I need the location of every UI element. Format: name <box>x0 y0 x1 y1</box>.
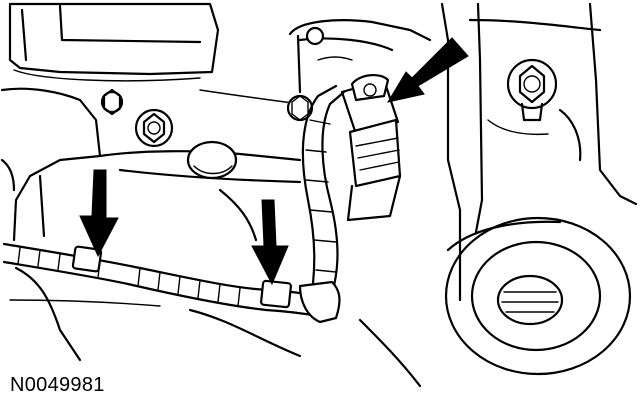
bolt-left <box>100 88 124 116</box>
plug-center <box>186 140 238 180</box>
bolt-right <box>506 58 558 122</box>
engine-cover-housing <box>8 2 220 82</box>
right-housing <box>440 2 638 302</box>
callout-arrow-clip-right <box>251 199 289 286</box>
wiring-harness <box>2 84 346 324</box>
figure-reference-code: N0049981 <box>10 374 105 396</box>
bolt-center-left <box>134 108 174 148</box>
sensor-connector <box>340 74 402 222</box>
callout-arrow-connector <box>386 37 469 103</box>
filter-housing <box>444 216 632 376</box>
callout-arrow-clip-left <box>79 169 119 258</box>
upper-bracket <box>288 19 432 94</box>
